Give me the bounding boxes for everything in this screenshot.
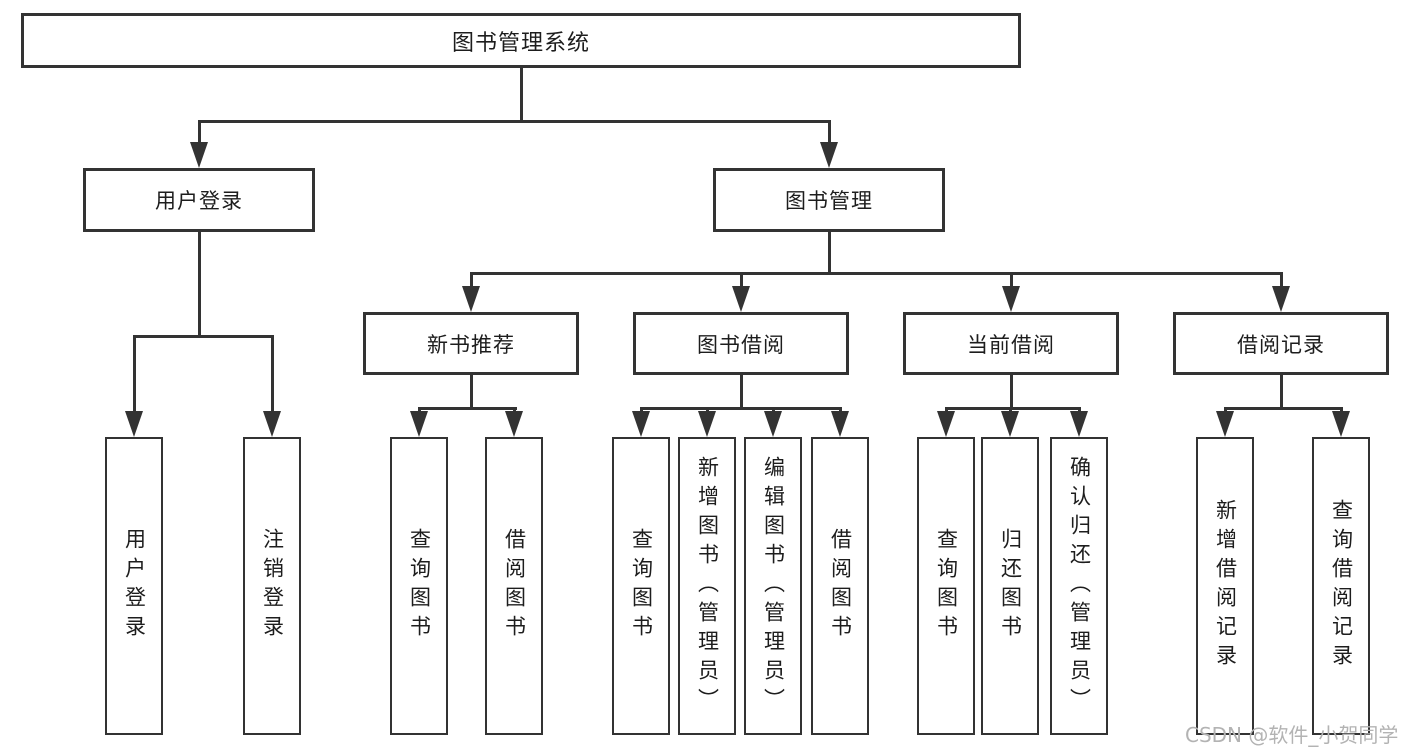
arrow-down-icon [831,411,849,437]
arrow-down-icon [1001,411,1019,437]
leaf-label: 借阅图书 [828,528,853,644]
arrow-down-icon [937,411,955,437]
arrow-down-icon [732,286,750,312]
leaf-borrow-books-recommend: 借阅图书 [485,437,543,735]
leaf-edit-book-admin: 编辑图书（管理员） [744,437,802,735]
node-label: 图书借阅 [697,332,785,357]
arrow-down-icon [125,411,143,437]
connector-vline [827,232,831,272]
arrow-down-icon [462,286,480,312]
arrow-down-icon [632,411,650,437]
node-label: 当前借阅 [967,332,1055,357]
node-label: 用户登录 [155,189,243,213]
leaf-query-borrow-record: 查询借阅记录 [1312,437,1370,735]
connector-hline [1223,407,1343,410]
connector-vline [827,120,831,144]
arrow-down-icon [1002,286,1020,312]
leaf-borrow-books-borrowing: 借阅图书 [811,437,869,735]
leaf-return-books: 归还图书 [981,437,1039,735]
leaf-confirm-return-admin: 确认归还（管理员） [1050,437,1108,735]
node-library-management-system: 图书管理系统 [21,13,1021,68]
node-user-login: 用户登录 [83,168,315,232]
leaf-label: 注销登录 [260,528,285,644]
leaf-label: 用户登录 [122,528,147,644]
leaf-label: 确认归还（管理员） [1067,455,1092,717]
leaf-query-books-recommend: 查询图书 [390,437,448,735]
connector-hline [469,272,1283,275]
node-label: 借阅记录 [1237,332,1325,357]
connector-vline [469,272,473,288]
arrow-down-icon [1332,411,1350,437]
leaf-user-login: 用户登录 [105,437,163,735]
node-current-borrowing: 当前借阅 [903,312,1119,375]
arrow-down-icon [764,411,782,437]
arrow-down-icon [1070,411,1088,437]
csdn-watermark: CSDN @软件_小贺同学 [1185,723,1399,747]
leaf-query-books-borrowing: 查询图书 [612,437,670,735]
connector-vline [739,375,743,407]
arrow-down-icon [263,411,281,437]
connector-vline [469,375,473,407]
arrow-down-icon [505,411,523,437]
leaf-label: 归还图书 [998,528,1023,644]
connector-vline [270,335,274,413]
connector-vline [1279,272,1283,288]
connector-hline [944,407,1081,410]
leaf-query-books-current: 查询图书 [917,437,975,735]
connector-vline [1009,272,1013,288]
connector-vline [197,120,201,144]
node-book-borrowing: 图书借阅 [633,312,849,375]
leaf-label: 借阅图书 [502,528,527,644]
leaf-label: 编辑图书（管理员） [761,455,786,717]
arrow-down-icon [190,142,208,168]
connector-vline [132,335,136,413]
node-label: 新书推荐 [427,332,515,357]
node-book-management: 图书管理 [713,168,945,232]
leaf-add-borrow-record: 新增借阅记录 [1196,437,1254,735]
arrow-down-icon [820,142,838,168]
leaf-label: 查询图书 [407,528,432,644]
leaf-label: 新增借阅记录 [1213,499,1238,673]
leaf-label: 查询图书 [629,528,654,644]
connector-vline [1009,375,1013,407]
connector-hline [197,120,831,123]
node-label: 图书管理 [785,189,873,213]
node-borrow-records: 借阅记录 [1173,312,1389,375]
leaf-label: 查询借阅记录 [1329,499,1354,673]
leaf-logout: 注销登录 [243,437,301,735]
connector-hline [639,407,841,410]
connector-vline [197,232,201,335]
node-new-book-recommend: 新书推荐 [363,312,579,375]
leaf-label: 新增图书（管理员） [695,455,720,717]
connector-vline [1279,375,1283,407]
arrow-down-icon [410,411,428,437]
arrow-down-icon [698,411,716,437]
node-label: 图书管理系统 [451,30,590,56]
connector-hline [417,407,517,410]
connector-hline [132,335,274,338]
arrow-down-icon [1216,411,1234,437]
connector-vline [739,272,743,288]
leaf-label: 查询图书 [934,528,959,644]
arrow-down-icon [1272,286,1290,312]
connector-vline [519,68,523,120]
leaf-add-book-admin: 新增图书（管理员） [678,437,736,735]
